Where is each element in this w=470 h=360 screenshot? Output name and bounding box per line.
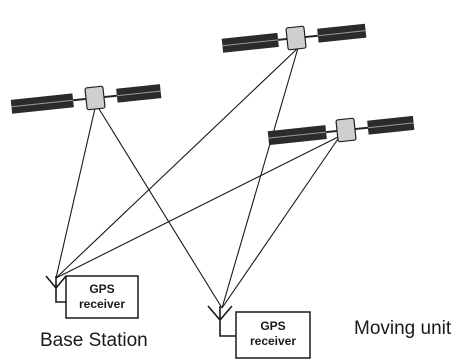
satellite-top-right [221,23,367,53]
moving-receiver-label: GPS receiver [243,319,303,349]
moving-receiver-line2: receiver [249,334,297,348]
signal-lines [55,47,341,309]
signal-sat-right-to-moving [221,135,341,309]
base-receiver-line2: receiver [78,297,126,311]
base-receiver-label: GPS receiver [72,282,132,312]
signal-sat-left-to-moving [95,103,223,309]
moving-receiver-box [235,311,311,359]
signal-sat-right-to-base [55,135,341,279]
signal-sat-top-to-base [55,47,299,279]
moving-antenna-icon [207,305,236,337]
satellite-right [267,115,415,146]
signal-sat-top-to-moving [221,47,299,309]
base-receiver-box [65,275,139,319]
satellite-left [10,84,162,114]
moving-unit-label: Moving unit [354,318,452,339]
moving-receiver-line1: GPS [260,319,286,333]
base-antenna-icon [45,275,68,303]
base-station-label: Base Station [40,330,148,351]
base-receiver-line1: GPS [89,282,115,296]
signal-sat-left-to-base [55,103,97,279]
